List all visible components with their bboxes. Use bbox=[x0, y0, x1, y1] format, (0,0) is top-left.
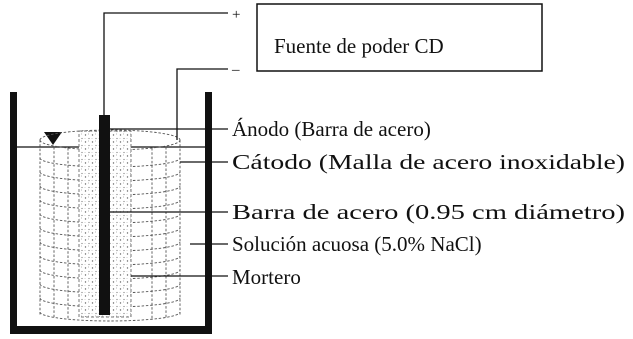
mortar-label: Mortero bbox=[232, 265, 301, 289]
negative-terminal-label: – bbox=[231, 62, 240, 78]
solution-label: Solución acuosa (5.0% NaCl) bbox=[232, 232, 482, 256]
cathode-mesh bbox=[39, 129, 181, 322]
positive-wire bbox=[103, 12, 228, 115]
anode-steel-bar bbox=[99, 115, 110, 315]
positive-terminal-label: + bbox=[232, 7, 240, 23]
cathode-label: Cátodo (Malla de acero inoxidable) bbox=[232, 150, 625, 174]
rebar-label: Barra de acero (0.95 cm diámetro) bbox=[232, 200, 625, 224]
negative-wire bbox=[176, 68, 228, 140]
power-source-box bbox=[256, 3, 543, 72]
beaker bbox=[10, 92, 212, 334]
anode-label: Ánodo (Barra de acero) bbox=[232, 117, 431, 141]
power-source-label: Fuente de poder CD bbox=[274, 34, 444, 58]
